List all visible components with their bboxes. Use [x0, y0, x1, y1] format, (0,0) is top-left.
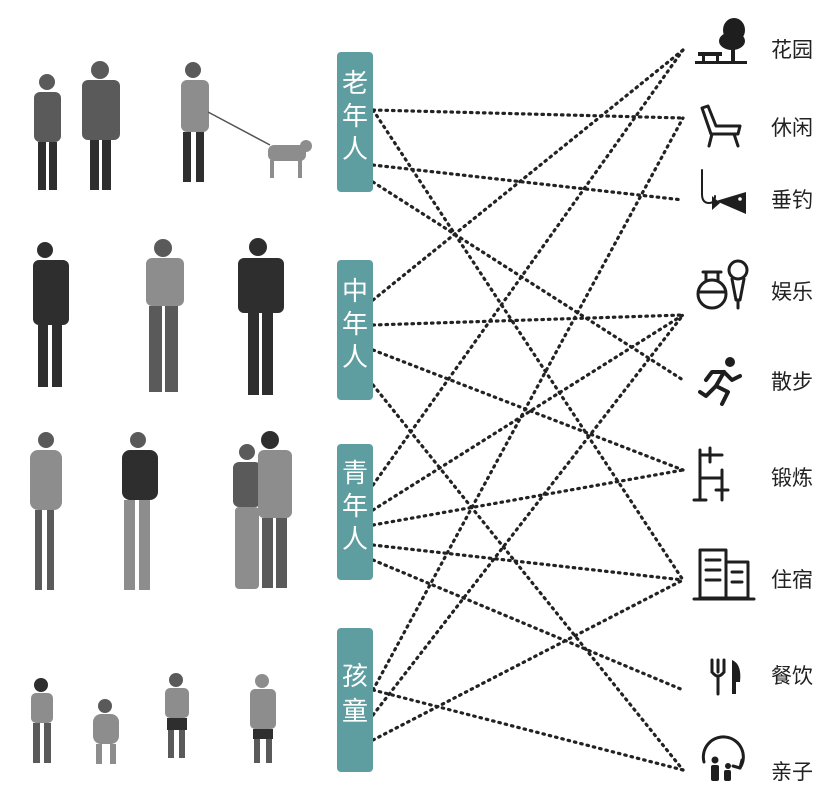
activity-label-entertainment: 娱乐: [771, 280, 813, 304]
activity-label-exercise: 锻炼: [771, 466, 813, 490]
middle-man-jacket-figure: [238, 238, 284, 395]
group-box-middle: 中 年 人: [337, 260, 373, 400]
elderly-woman-figure: [34, 74, 61, 190]
young-couple-figure: [233, 431, 292, 589]
dog-walker-figure: [181, 62, 271, 182]
young-woman-figure-2: [122, 432, 158, 590]
group-label-elderly-2: 年: [342, 102, 368, 132]
link-children-entertainment: [371, 313, 685, 717]
activity-label-lodging: 住宿: [771, 568, 813, 592]
lounge-chair-icon: [700, 104, 742, 148]
group-label-middle-3: 人: [342, 343, 368, 373]
link-elderly-fishing: [371, 163, 685, 202]
child-figure-1: [31, 678, 53, 763]
running-person-icon: [698, 357, 742, 406]
link-youth-exercise: [371, 468, 685, 527]
link-elderly-walking: [371, 180, 685, 382]
fishing-hook-fish-icon: [701, 169, 746, 214]
group-box-children: 孩 童: [337, 628, 373, 772]
group-label-middle-2: 年: [342, 310, 368, 340]
link-children-lodging: [371, 578, 685, 742]
link-youth-entertainment: [371, 313, 685, 512]
middle-man-back-figure: [146, 239, 184, 392]
link-youth-dining: [371, 558, 685, 692]
activity-label-dining: 餐饮: [771, 664, 813, 688]
building-icon: [692, 548, 756, 601]
garden-bench-tree-icon: [695, 18, 747, 64]
link-middle-garden: [371, 48, 685, 302]
dog-figure: [268, 140, 312, 178]
activity-label-walking: 散步: [771, 370, 813, 394]
group-label-elderly-3: 人: [342, 135, 368, 165]
child-figure-3: [250, 674, 276, 763]
fork-knife-icon: [710, 658, 741, 696]
elderly-man-figure: [82, 61, 120, 190]
link-elderly-lodging: [371, 108, 685, 582]
activity-label-garden: 花园: [771, 38, 813, 62]
activity-label-leisure: 休闲: [771, 116, 813, 140]
link-middle-family: [371, 383, 685, 772]
activity-label-family: 亲子: [771, 760, 813, 784]
group-label-youth-2: 年: [342, 492, 368, 522]
link-middle-entertainment: [371, 313, 685, 327]
middle-man-phone-figure: [33, 242, 69, 387]
connection-lines: [371, 48, 685, 772]
young-people-figures: [30, 431, 292, 590]
toddler-figure: [93, 699, 119, 764]
link-children-leisure: [371, 116, 685, 692]
group-label-children-2: 童: [342, 697, 368, 727]
drink-microphone-icon: [696, 259, 749, 310]
link-youth-garden: [371, 48, 685, 487]
link-children-family: [371, 688, 685, 772]
group-label-middle: 中: [342, 277, 368, 307]
parent-child-icon: [701, 735, 745, 781]
middle-aged-people-figures: [33, 238, 284, 395]
children-figures: [31, 673, 276, 764]
group-label-children: 孩: [342, 662, 368, 692]
group-label-youth-3: 人: [342, 525, 368, 555]
activity-label-fishing: 垂钓: [771, 188, 813, 212]
young-woman-figure-1: [30, 432, 62, 590]
group-box-youth: 青 年 人: [337, 444, 373, 580]
fitness-equipment-icon: [692, 446, 730, 502]
link-middle-exercise: [371, 348, 685, 472]
group-label-elderly: 老: [342, 69, 368, 99]
link-youth-lodging: [371, 543, 685, 582]
elderly-people-figures: [34, 61, 312, 190]
group-box-elderly: 老 年 人: [337, 52, 373, 192]
child-figure-2: [165, 673, 189, 758]
link-elderly-leisure: [371, 108, 685, 120]
group-label-youth: 青: [342, 459, 368, 489]
